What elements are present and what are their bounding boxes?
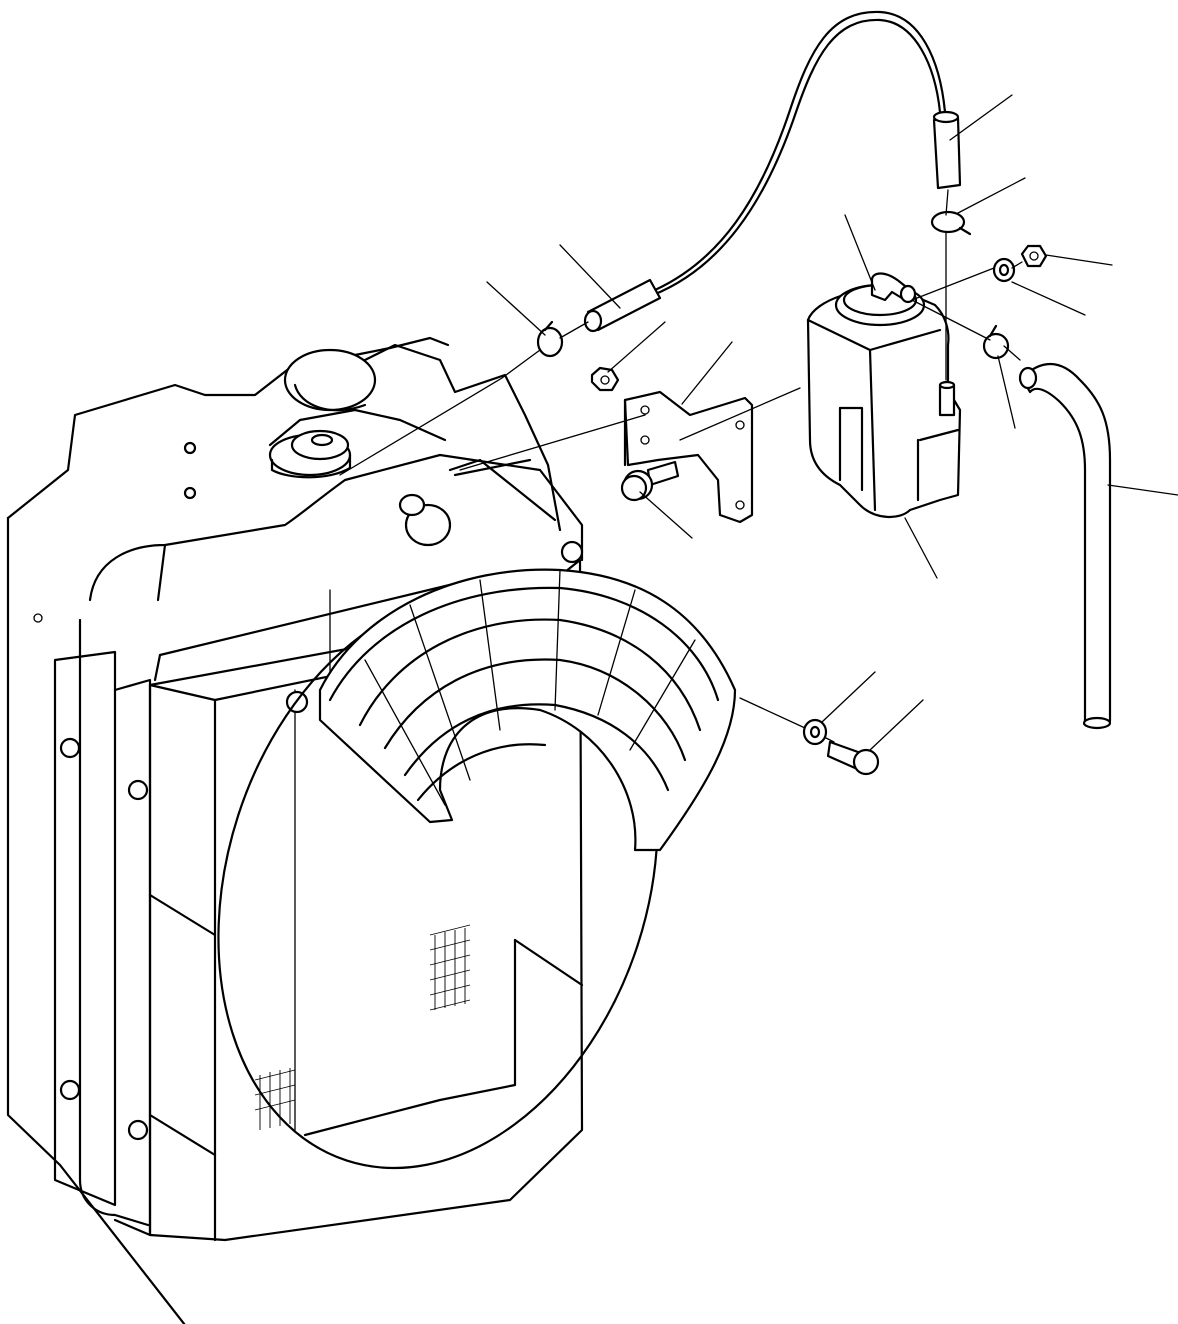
radiator-assembly	[53, 348, 584, 1242]
tank-washer	[992, 257, 1016, 283]
overflow-hose	[651, 10, 947, 297]
guard-bolt	[826, 740, 880, 776]
tank-nut	[1020, 244, 1048, 268]
callout-leaders	[486, 94, 1178, 751]
assembly-lines	[339, 189, 1023, 743]
core-hatching	[254, 924, 471, 1130]
reservoir-tank	[806, 272, 962, 518]
drain-hose	[1018, 363, 1112, 730]
mounting-bracket	[623, 390, 754, 524]
upper-hose-segment	[932, 110, 962, 190]
back-panel	[6, 336, 562, 1324]
bracket-nut	[590, 366, 620, 392]
hose-clamp-top	[930, 210, 972, 236]
hose-clamp-right	[982, 324, 1010, 360]
guard-washer	[802, 718, 828, 746]
bracket-bolt	[620, 460, 680, 502]
hose-clamp-left	[536, 320, 564, 358]
radiator-cap	[268, 429, 352, 479]
short-hose	[583, 278, 662, 333]
fan-guard	[318, 568, 737, 852]
filler-neck	[398, 493, 452, 547]
